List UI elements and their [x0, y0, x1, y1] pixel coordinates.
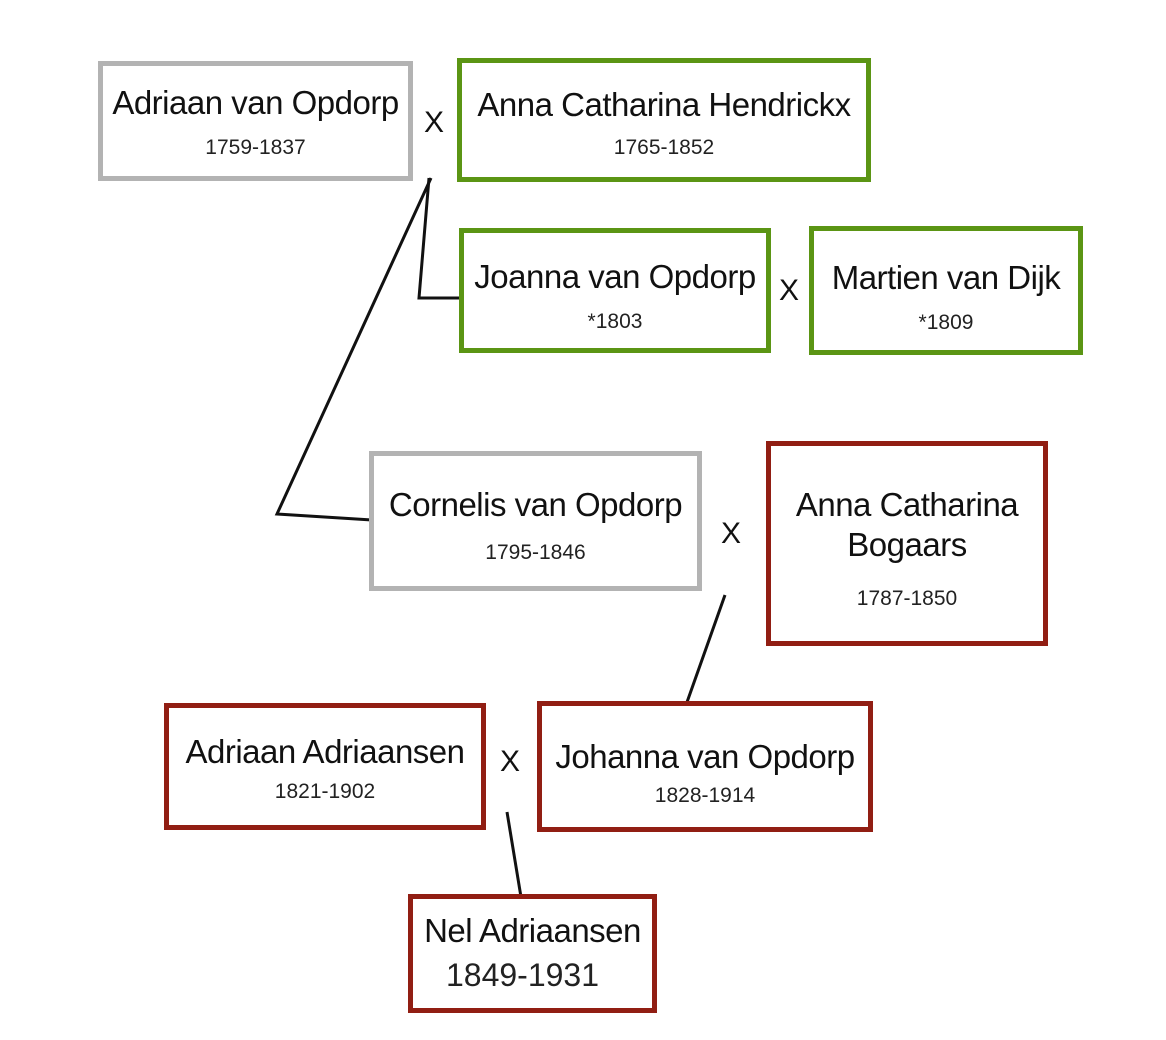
marriage-symbol: X — [500, 745, 521, 778]
person-dates: 1821-1902 — [274, 780, 376, 803]
person-dates: *1803 — [587, 310, 643, 333]
connector-adriaan-to-cornelis — [274, 177, 433, 522]
person-name-line-1: Anna Catharina — [795, 486, 1019, 523]
person-anna-catharina-bogaars: Anna Catharina Bogaars 1787-1850 — [766, 441, 1048, 646]
person-name: Nel Adriaansen — [424, 912, 641, 949]
person-dates: 1765-1852 — [613, 136, 715, 159]
person-joanna-van-opdorp: Joanna van Opdorp *1803 — [459, 228, 771, 353]
person-cornelis-van-opdorp: Cornelis van Opdorp 1795-1846 — [369, 451, 702, 591]
person-nel-adriaansen: Nel Adriaansen 1849-1931 — [408, 894, 657, 1013]
person-name-line-2: Bogaars — [847, 526, 967, 563]
person-anna-catharina-hendrickx: Anna Catharina Hendrickx 1765-1852 — [457, 58, 871, 182]
person-name: Joanna van Opdorp — [474, 258, 756, 295]
person-name: Adriaan van Opdorp — [112, 84, 399, 121]
connector-adriaan-adriaansen-to-nel — [505, 811, 523, 898]
marriage-symbol: X — [721, 517, 742, 550]
connector-adriaan-to-joanna — [417, 177, 462, 300]
person-dates: 1759-1837 — [205, 136, 306, 159]
person-johanna-van-opdorp: Johanna van Opdorp 1828-1914 — [537, 701, 873, 832]
person-martien-van-dijk: Martien van Dijk *1809 — [809, 226, 1083, 355]
person-dates: 1795-1846 — [485, 541, 586, 564]
person-name: Cornelis van Opdorp — [388, 486, 683, 523]
person-name: Johanna van Opdorp — [555, 738, 855, 775]
marriage-symbol: X — [424, 106, 445, 139]
person-adriaan-van-opdorp: Adriaan van Opdorp 1759-1837 — [98, 61, 413, 181]
person-adriaan-adriaansen: Adriaan Adriaansen 1821-1902 — [164, 703, 486, 830]
person-name: Martien van Dijk — [831, 259, 1061, 296]
person-dates: *1809 — [918, 311, 974, 334]
connector-cornelis-to-johanna — [684, 594, 727, 706]
person-dates: 1849-1931 — [445, 957, 600, 993]
person-dates: 1828-1914 — [654, 784, 756, 807]
person-name: Adriaan Adriaansen — [185, 733, 465, 770]
person-name: Anna Catharina Hendrickx — [477, 86, 851, 123]
person-dates: 1787-1850 — [856, 587, 958, 610]
marriage-symbol: X — [779, 274, 800, 307]
